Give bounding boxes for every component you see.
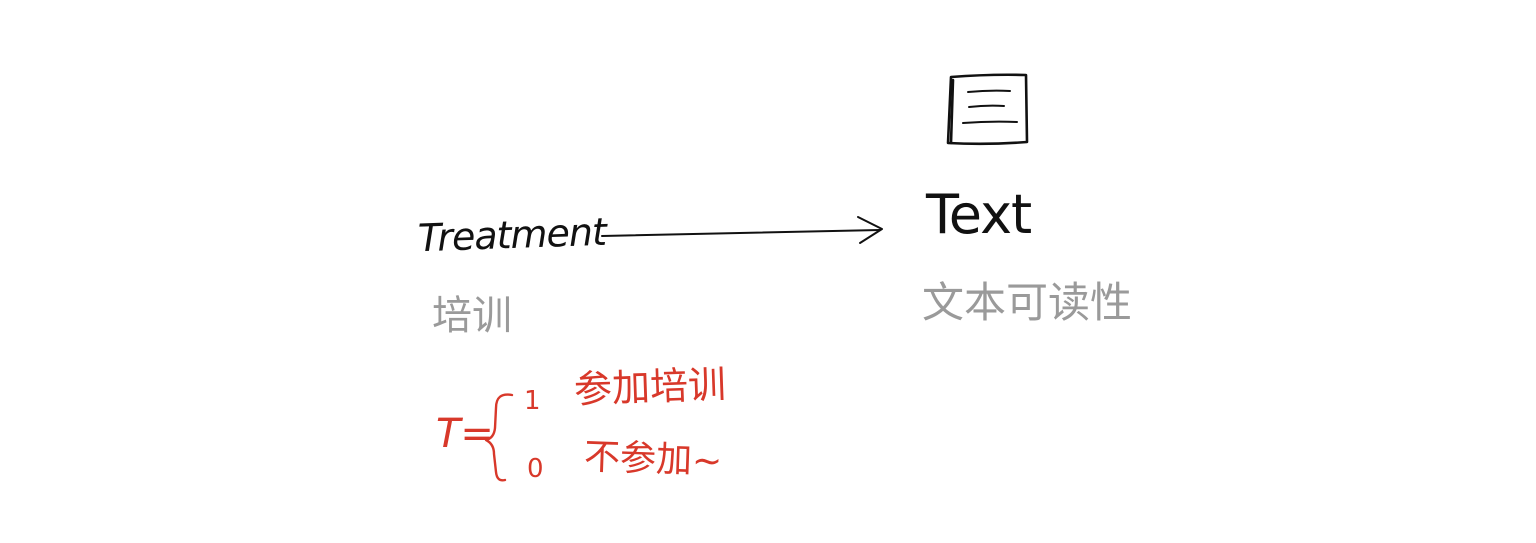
outcome-label-cn: 文本可读性 xyxy=(922,278,1133,327)
case-description-1: 参加培训 xyxy=(573,362,727,412)
document-icon xyxy=(946,73,1029,146)
definition-lhs: T= xyxy=(436,411,494,457)
arrow-shaft xyxy=(601,229,881,237)
case-value-0: 0 xyxy=(527,454,544,484)
outcome-label: Text xyxy=(926,183,1032,246)
causal-arrow xyxy=(601,216,883,244)
case-value-1: 1 xyxy=(524,386,541,416)
case-description-0: 不参加~ xyxy=(583,436,723,483)
case-brace xyxy=(484,393,514,482)
treatment-label: Treatment xyxy=(417,209,607,261)
arrow-head xyxy=(857,216,883,244)
treatment-label-cn: 培训 xyxy=(432,293,512,339)
